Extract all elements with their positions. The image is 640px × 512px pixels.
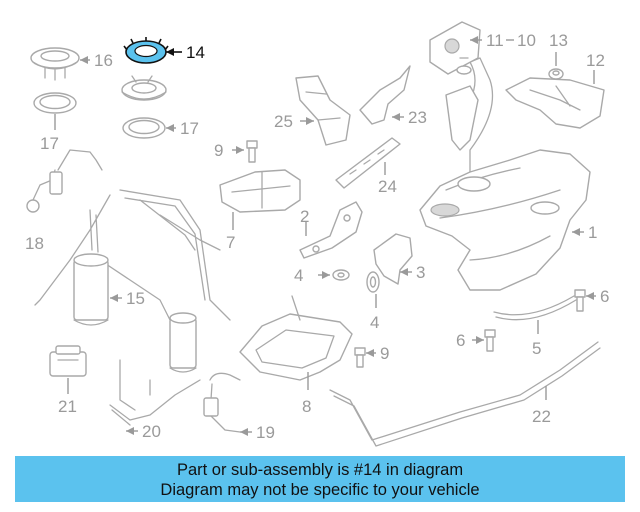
- callout-21: 21: [58, 397, 77, 416]
- callout-11: 11: [486, 31, 504, 50]
- part-4-grommet-right[interactable]: [366, 271, 380, 293]
- callout-4a: 4: [294, 266, 303, 285]
- part-22-fuel-lines[interactable]: [329, 341, 601, 447]
- part-4-grommet-left[interactable]: [332, 269, 350, 281]
- callout-9b: 9: [380, 344, 389, 363]
- callout-6b: 6: [600, 287, 609, 306]
- part-24-strap[interactable]: [335, 137, 401, 189]
- callout-24: 24: [378, 177, 397, 196]
- callout-13: 13: [549, 31, 568, 50]
- part-cover-upper[interactable]: [121, 75, 167, 101]
- part-18-sender[interactable]: [26, 149, 103, 213]
- callout-5: 5: [532, 339, 541, 358]
- callout-7: 7: [226, 233, 235, 252]
- callout-14: 14: [186, 43, 205, 62]
- callout-17a: 17: [40, 134, 59, 153]
- callout-8: 8: [302, 397, 311, 416]
- part-21-connector[interactable]: [49, 345, 87, 377]
- banner-line-2: Diagram may not be specific to your vehi…: [160, 481, 480, 499]
- part-8-skid-plate[interactable]: [239, 295, 353, 381]
- part-14-lock-ring[interactable]: [123, 37, 182, 64]
- part-23-bracket[interactable]: [359, 65, 411, 125]
- part-11-filler-cap[interactable]: [456, 57, 472, 75]
- callout-20: 20: [142, 422, 161, 441]
- callout-15: 15: [126, 289, 145, 308]
- callout-23: 23: [408, 108, 427, 127]
- part-17-seal-left[interactable]: [33, 92, 77, 114]
- info-banner: Part or sub-assembly is #14 in diagram D…: [15, 456, 625, 502]
- part-15-pump-module[interactable]: [34, 189, 231, 411]
- callout-25: 25: [274, 112, 293, 131]
- part-6-bolt-right[interactable]: [574, 289, 586, 312]
- callout-3: 3: [416, 263, 425, 282]
- callout-22: 22: [532, 407, 551, 426]
- part-5-strap[interactable]: [493, 295, 577, 321]
- callout-12: 12: [586, 51, 605, 70]
- callout-9a: 9: [214, 141, 223, 160]
- callout-1: 1: [588, 223, 597, 242]
- part-16-flange[interactable]: [30, 47, 80, 81]
- part-13-nut[interactable]: [548, 68, 564, 80]
- callout-6a: 6: [456, 331, 465, 350]
- banner-line-1: Part or sub-assembly is #14 in diagram: [176, 461, 464, 479]
- part-20-line[interactable]: [109, 379, 201, 426]
- parts-diagram: 14 16 17 17 18: [25, 21, 609, 447]
- part-10-filler-housing[interactable]: [429, 21, 481, 75]
- callout-17b: 17: [180, 119, 199, 138]
- part-2-bracket[interactable]: [299, 201, 363, 259]
- part-9-bolt-upper[interactable]: [246, 140, 258, 163]
- callout-2: 2: [300, 207, 309, 226]
- part-7-shield[interactable]: [219, 169, 301, 213]
- part-1-fuel-tank[interactable]: [419, 57, 591, 291]
- callout-16: 16: [94, 51, 113, 70]
- part-9-bolt-lower[interactable]: [354, 347, 366, 368]
- callout-10: 10: [517, 31, 536, 50]
- callout-4b: 4: [370, 313, 379, 332]
- callout-18: 18: [25, 234, 44, 253]
- part-6-bolt-left[interactable]: [484, 329, 496, 352]
- part-3-bracket[interactable]: [373, 233, 413, 285]
- callout-19: 19: [256, 423, 275, 442]
- part-12-bracket[interactable]: [505, 77, 605, 129]
- part-19-sensor-cable[interactable]: [203, 372, 241, 433]
- part-25-bracket[interactable]: [295, 75, 351, 146]
- part-17-seal-right[interactable]: [122, 117, 166, 139]
